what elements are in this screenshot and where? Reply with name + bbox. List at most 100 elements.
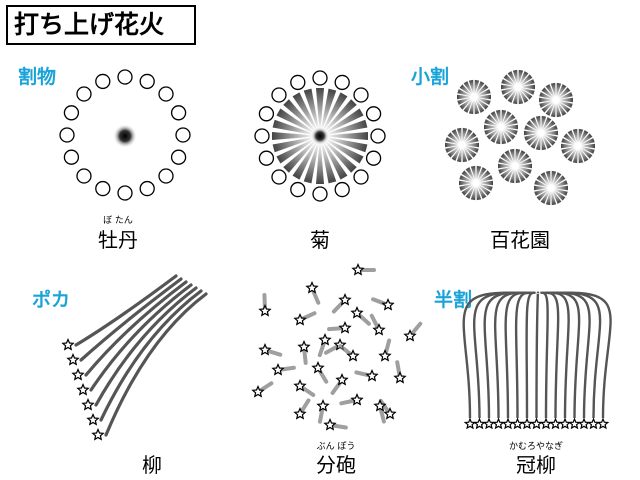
burst-ray — [276, 138, 316, 164]
burst-ray — [558, 92, 573, 100]
star-icon — [351, 262, 365, 276]
burst-ray — [556, 102, 562, 118]
burst-ray — [502, 129, 512, 143]
burst-ray — [463, 99, 473, 113]
willow-trail — [104, 292, 208, 437]
kamuro-yanagi-label: 冠柳 — [516, 453, 556, 477]
willow-trail — [94, 286, 198, 407]
burst-ray — [464, 146, 477, 158]
burst-ray — [517, 153, 530, 165]
burst-ray — [476, 84, 489, 96]
kamuro-yanagi-firework — [462, 291, 612, 430]
burst-ray — [451, 129, 461, 143]
star-icon — [558, 417, 572, 430]
burst-ray — [322, 92, 348, 132]
category-hanwari: 半割 — [434, 289, 473, 311]
burst-ray — [445, 142, 459, 148]
burst-ray — [580, 146, 595, 154]
burst-ray — [320, 88, 337, 131]
burst-ray — [553, 180, 568, 188]
burst-ray — [457, 94, 471, 100]
burst-ray — [456, 127, 462, 143]
mini-core — [538, 130, 544, 136]
burst-ray — [507, 71, 517, 85]
burst-ray — [303, 88, 320, 131]
burst-ray — [519, 89, 529, 103]
star-icon — [372, 322, 386, 336]
burst-ray — [516, 168, 526, 182]
category-warimono: 割物 — [18, 66, 57, 88]
burst-ray — [316, 142, 324, 184]
mini-core — [471, 94, 477, 100]
burst-ray — [324, 138, 364, 164]
botan-label: 牡丹 — [98, 228, 138, 252]
burst-ray — [534, 188, 549, 196]
burst-ray — [504, 168, 514, 182]
burst-ray — [520, 79, 535, 87]
burst-ray — [500, 167, 513, 179]
burst-ray — [272, 132, 314, 140]
burst-ray — [540, 190, 550, 204]
burst-ray — [543, 133, 558, 141]
burst-ray — [534, 185, 548, 191]
burst-ray — [457, 97, 472, 105]
burst-ray — [503, 127, 518, 135]
star-icon — [91, 427, 105, 441]
star-icon — [381, 297, 395, 311]
burst-ray — [515, 148, 521, 164]
star-circle — [312, 186, 328, 202]
burst-ray — [478, 170, 491, 182]
kamuro-trail — [525, 291, 536, 419]
burst-ray — [545, 170, 551, 186]
burst-ray — [324, 108, 364, 134]
burst-ray — [501, 84, 515, 90]
burst-ray — [484, 119, 499, 127]
burst-ray — [526, 120, 539, 132]
burst-ray — [567, 130, 577, 144]
burst-ray — [512, 69, 518, 85]
burst-ray — [517, 166, 532, 174]
burst-ray — [579, 130, 589, 144]
star-icon — [403, 328, 417, 342]
burst-ray — [557, 102, 567, 116]
burst-ray — [520, 88, 533, 100]
burst-ray — [507, 89, 517, 103]
burst-ray — [539, 97, 553, 103]
mini-core — [473, 180, 479, 186]
burst-ray — [501, 87, 516, 95]
burst-ray — [459, 180, 473, 186]
burst-ray — [477, 185, 487, 199]
burst-ray — [476, 97, 491, 105]
burst-ray — [451, 147, 461, 161]
star-circle — [290, 74, 306, 91]
star-circle — [59, 127, 75, 143]
burst-ray — [558, 101, 571, 113]
yanagi-firework — [61, 274, 208, 441]
burst-ray — [542, 135, 552, 149]
mini-core — [515, 84, 521, 90]
burst-ray — [323, 139, 357, 173]
star-icon — [492, 417, 505, 430]
star-icon — [463, 417, 477, 430]
burst-ray — [468, 99, 474, 115]
star-circle — [370, 128, 386, 144]
burst-ray — [484, 124, 498, 130]
burst-ray — [447, 146, 460, 158]
star-icon — [549, 417, 562, 430]
burst-ray — [500, 153, 513, 165]
star-circle — [334, 74, 350, 91]
burst-ray — [456, 147, 462, 163]
burst-ray — [543, 125, 558, 133]
star-icon — [577, 417, 591, 430]
burst-ray — [498, 163, 512, 169]
burst-ray — [470, 165, 476, 181]
burst-ray — [445, 137, 460, 145]
burst-ray — [567, 148, 577, 162]
burst-ray — [459, 98, 472, 110]
burst-ray — [478, 183, 493, 191]
burst-ray — [498, 158, 513, 166]
star-icon — [318, 332, 332, 346]
burst-ray — [553, 189, 566, 201]
star-circle — [175, 127, 191, 143]
star-icon — [316, 398, 330, 412]
